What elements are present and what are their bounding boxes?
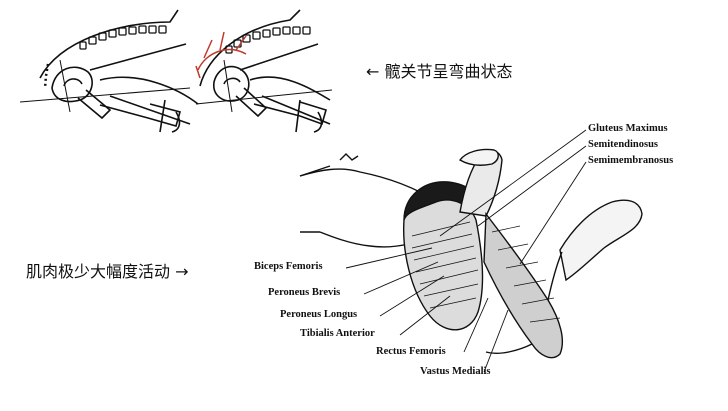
hip-flexion-caption: ← 髋关节呈弯曲状态 xyxy=(366,62,513,81)
thigh-hatching xyxy=(411,221,479,309)
label-biceps-femoris: Biceps Femoris xyxy=(254,261,323,272)
label-semitendinosus: Semitendinosus xyxy=(588,139,659,150)
label-tibialis-anterior: Tibialis Anterior xyxy=(300,328,375,339)
extended-leg-shape xyxy=(483,212,564,359)
leader-tibialis-anterior xyxy=(399,295,451,336)
label-peroneus-longus: Peroneus Longus xyxy=(280,309,358,320)
leader-semimembranosus xyxy=(519,161,587,265)
label-vastus-medialis: Vastus Medialis xyxy=(420,366,491,377)
thigh-shape xyxy=(403,199,484,331)
label-peroneus-brevis: Peroneus Brevis xyxy=(268,287,341,298)
raised-foot-shape xyxy=(559,199,643,282)
leader-biceps-femoris xyxy=(345,247,433,269)
label-semimembranosus: Semimembranosus xyxy=(588,155,674,166)
spine-vertebrae-right xyxy=(225,26,311,54)
leg-muscle-illustration xyxy=(299,148,643,359)
leader-peroneus-longus xyxy=(379,275,445,317)
spine-vertebrae-left xyxy=(79,25,167,50)
skeleton-sketch-left xyxy=(19,9,199,133)
leader-semitendinosus xyxy=(477,145,587,227)
leader-lines xyxy=(345,129,587,373)
leader-rectus-femoris xyxy=(463,297,489,353)
hip-angle-highlight xyxy=(195,31,247,79)
muscle-activity-caption: 肌肉极少大幅度活动 → xyxy=(26,262,189,281)
label-gluteus-maximus: Gluteus Maximus xyxy=(588,123,668,134)
leader-gluteus-maximus xyxy=(439,129,587,237)
skeleton-sketch-right xyxy=(195,9,333,133)
leader-peroneus-brevis xyxy=(363,261,439,295)
foot-shape xyxy=(458,148,499,166)
leader-vastus-medialis xyxy=(483,309,509,373)
label-rectus-femoris: Rectus Femoris xyxy=(376,346,446,357)
